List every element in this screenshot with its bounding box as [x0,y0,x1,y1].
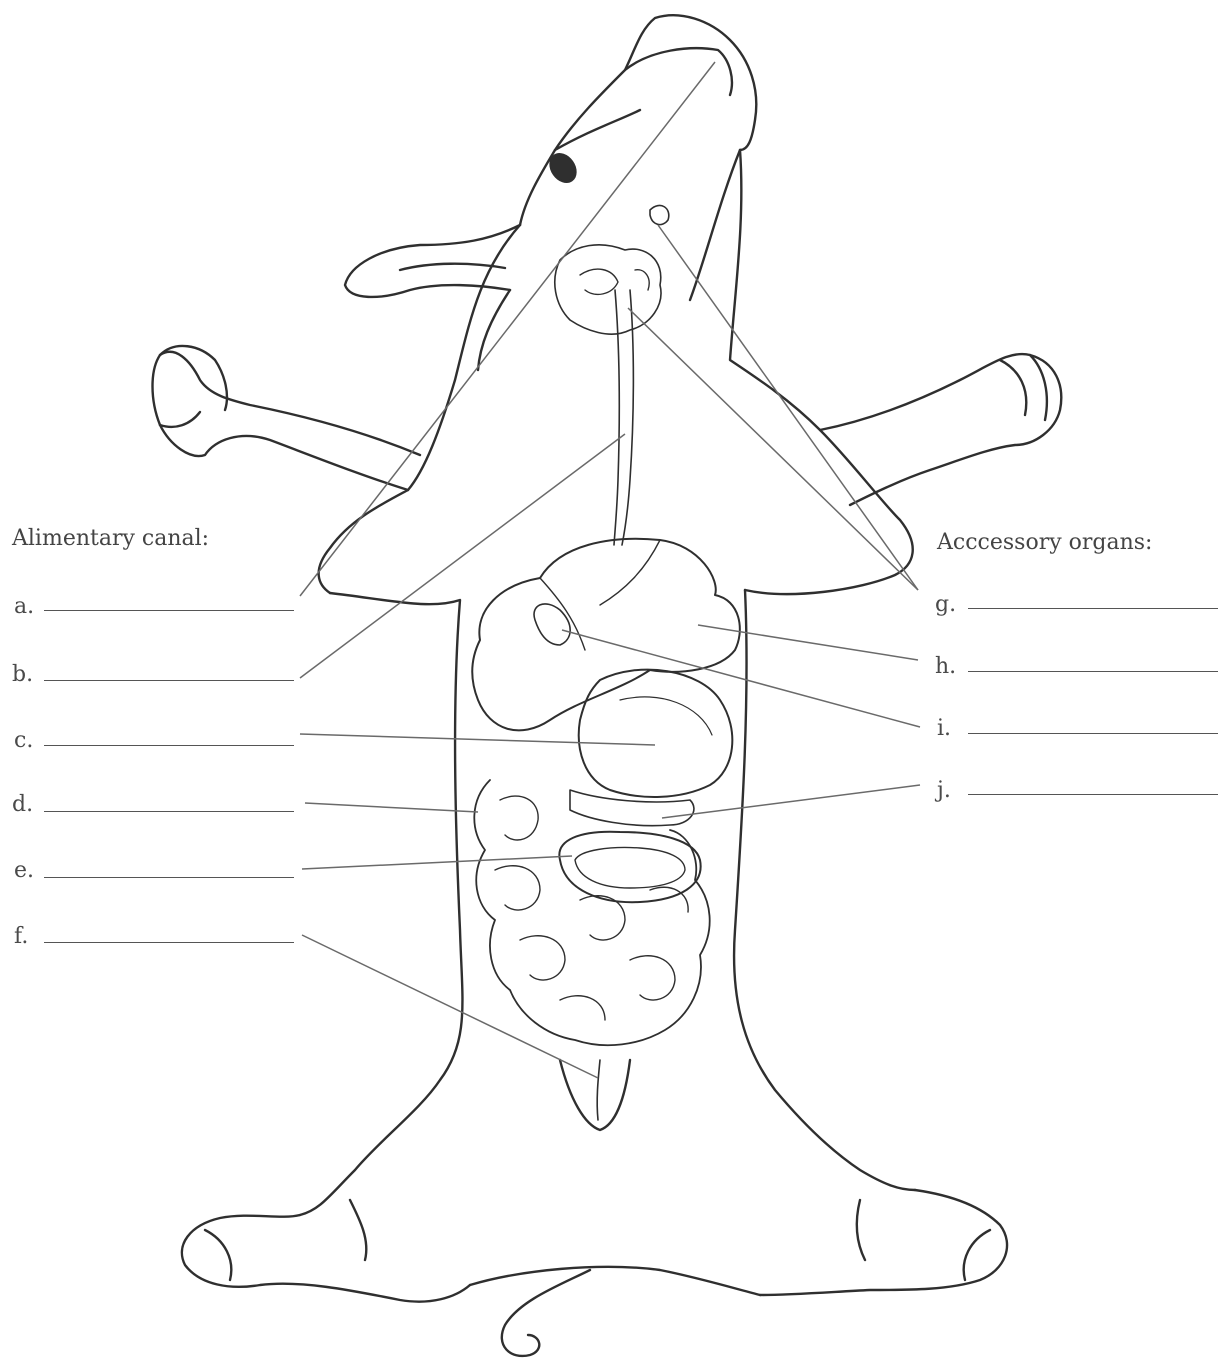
right-hoof-2 [1030,355,1047,420]
label-f: f. [14,926,28,948]
label-b: b. [12,664,33,686]
answer-blank-j[interactable] [968,794,1218,795]
label-c: c. [14,730,33,752]
answer-blank-c[interactable] [44,745,294,746]
answer-blank-g[interactable] [968,608,1218,609]
alimentary-canal-heading: Alimentary canal: [12,526,209,551]
answer-blank-h[interactable] [968,671,1218,672]
label-d: d. [12,794,33,816]
answer-blank-i[interactable] [968,733,1218,734]
leader-g-1 [628,308,918,590]
tail-base [470,1267,760,1295]
right-hoof [1000,360,1026,415]
right-hindleg-crease [857,1200,865,1260]
small-intestine [474,780,709,1045]
left-hindleg-crease [350,1200,366,1260]
liver [472,539,740,731]
label-g: g. [935,594,956,616]
leader-i [562,630,920,727]
salivary-glands [555,245,661,334]
right-flank [734,590,915,1190]
rectum [597,1060,600,1120]
neck-right [690,150,740,300]
jaw-line [555,110,640,150]
body-outline-right [730,150,913,594]
leader-c [300,734,655,745]
accessory-organs-heading: Acccessory organs: [937,530,1152,555]
gallbladder [534,604,570,645]
leader-g-2 [658,225,918,590]
leader-f [302,935,598,1078]
umbilical-region [560,1060,630,1130]
answer-blank-e[interactable] [44,877,294,878]
esophagus [614,290,619,545]
answer-blank-b[interactable] [44,680,294,681]
left-hindhoof [205,1230,231,1280]
body-outline-left [319,225,520,593]
leader-e [302,856,572,869]
small-gland [650,205,669,224]
head-outline [520,15,756,225]
answer-blank-f[interactable] [44,942,294,943]
snout-line [625,48,732,95]
label-i: i. [937,718,951,740]
leader-d [305,803,478,812]
right-hindleg [760,1190,1007,1295]
right-hindhoof [964,1230,990,1280]
neck-left [478,290,510,370]
label-a: a. [14,596,34,618]
answer-blank-d[interactable] [44,811,294,812]
right-foreleg [820,354,1061,505]
left-hoof-2 [160,412,200,427]
label-h: h. [935,656,956,678]
leader-a [300,62,715,596]
tail [502,1270,590,1356]
left-hoof [160,346,227,410]
label-j: j. [937,780,951,802]
stomach [579,670,733,797]
left-hindleg [182,1215,470,1302]
label-e: e. [14,860,34,882]
left-flank [300,593,462,1215]
answer-blank-a[interactable] [44,610,294,611]
